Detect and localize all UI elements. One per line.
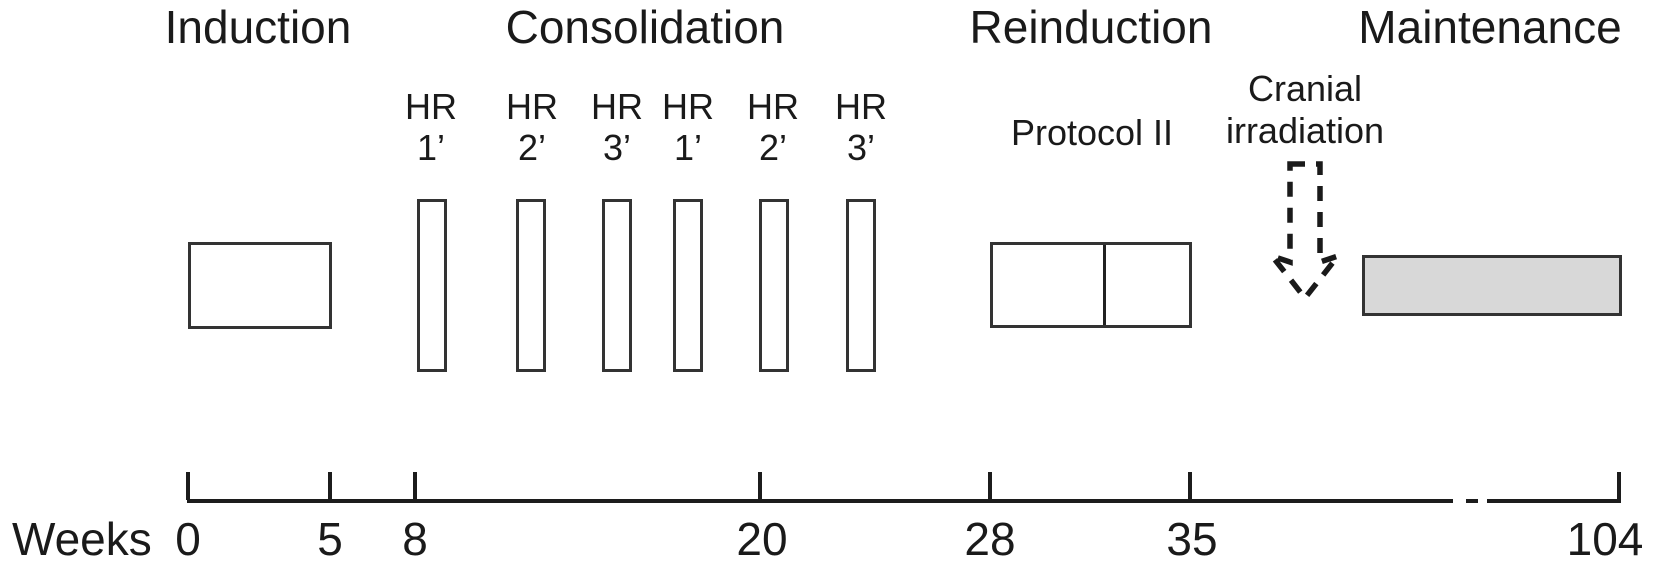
phase-title-maintenance: Maintenance	[1358, 1, 1622, 53]
hr-course-label-6-title: HR	[835, 86, 887, 127]
tick-label-week-28: 28	[964, 513, 1016, 565]
hr-course-bar-2	[516, 199, 546, 372]
hr-course-bar-5	[759, 199, 789, 372]
hr-course-bar-1	[417, 199, 447, 372]
cranial-irradiation-down-arrow-icon	[1264, 161, 1346, 303]
tick-label-week-5: 5	[317, 513, 343, 565]
tick-mark-week-35	[1188, 472, 1192, 500]
tick-mark-week-0	[186, 472, 190, 500]
hr-course-label-3-title: HR	[591, 86, 643, 127]
tick-mark-week-104	[1617, 472, 1621, 500]
timeline-axis-main	[187, 499, 1453, 503]
hr-course-bar-6	[846, 199, 876, 372]
hr-course-label-6-cycle: 3’	[846, 127, 876, 168]
tick-label-week-0: 0	[175, 513, 201, 565]
timeline-axis-break-dash	[1466, 499, 1478, 503]
cranial-irradiation-label-line2: irradiation	[1225, 110, 1385, 151]
weeks-axis-label: Weeks	[12, 513, 152, 565]
hr-course-bar-3	[602, 199, 632, 372]
hr-course-label-4: HR 1’	[633, 86, 743, 168]
hr-course-label-6: HR 3’	[806, 86, 916, 168]
hr-course-label-5: HR 2’	[718, 86, 828, 168]
tick-label-week-8: 8	[402, 513, 428, 565]
hr-course-label-2: HR 2’	[477, 86, 587, 168]
tick-label-week-35: 35	[1166, 513, 1218, 565]
hr-course-label-1-title: HR	[405, 86, 457, 127]
hr-course-label-1: HR 1’	[376, 86, 486, 168]
hr-course-label-5-cycle: 2’	[758, 127, 788, 168]
hr-course-bar-4	[673, 199, 703, 372]
phase-title-reinduction: Reinduction	[969, 1, 1213, 53]
phase-title-consolidation: Consolidation	[505, 1, 785, 53]
tick-mark-week-8	[413, 472, 417, 500]
induction-box	[188, 242, 332, 329]
hr-course-label-2-cycle: 2’	[517, 127, 547, 168]
tick-label-week-20: 20	[736, 513, 788, 565]
hr-course-label-4-cycle: 1’	[673, 127, 703, 168]
cranial-irradiation-label-line1: Cranial	[1247, 68, 1363, 109]
timeline-axis-extension	[1487, 499, 1621, 503]
protocol2-label: Protocol II	[1010, 112, 1174, 153]
tick-mark-week-5	[328, 472, 332, 500]
protocol2-box-divider	[1103, 245, 1106, 325]
tick-label-week-104: 104	[1566, 513, 1644, 565]
maintenance-box	[1362, 255, 1622, 316]
hr-course-label-3-cycle: 3’	[602, 127, 632, 168]
hr-course-label-3: HR 3’	[562, 86, 672, 168]
protocol2-box	[990, 242, 1192, 328]
phase-title-induction: Induction	[164, 1, 352, 53]
cranial-irradiation-label: Cranial irradiation	[1226, 68, 1384, 152]
hr-course-label-1-cycle: 1’	[416, 127, 446, 168]
hr-course-label-4-title: HR	[662, 86, 714, 127]
tick-mark-week-28	[988, 472, 992, 500]
hr-course-label-5-title: HR	[747, 86, 799, 127]
hr-course-label-2-title: HR	[506, 86, 558, 127]
tick-mark-week-20	[758, 472, 762, 500]
